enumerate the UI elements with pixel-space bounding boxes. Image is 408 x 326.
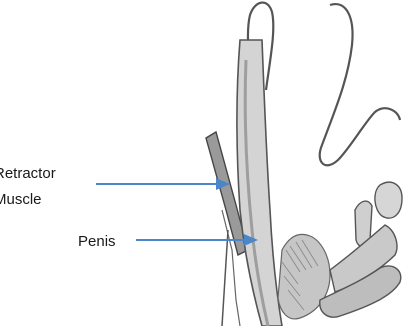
retractor-muscle-label-line1: Retractor: [0, 165, 56, 182]
retractor-muscle-label-line2: Muscle: [0, 191, 42, 208]
seminal-vesicle-right: [375, 182, 402, 218]
penis-label: Penis: [78, 233, 116, 250]
vas-deferens-right-loop: [320, 4, 400, 165]
urethra-line: [222, 230, 228, 326]
